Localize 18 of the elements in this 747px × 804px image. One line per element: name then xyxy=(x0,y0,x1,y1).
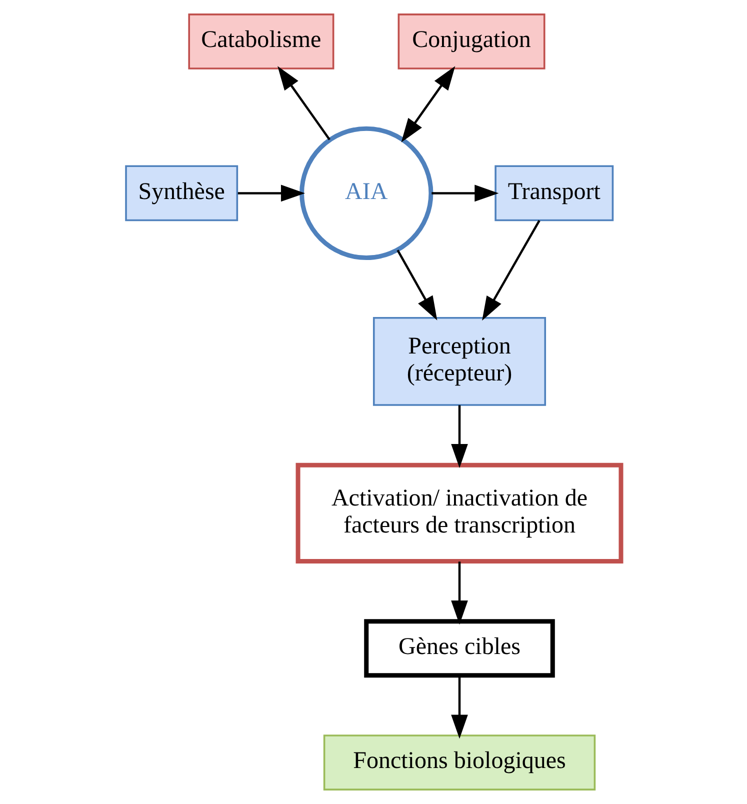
node-box: Activation/ inactivation de facteurs de transcription xyxy=(296,462,624,564)
arrow xyxy=(396,250,438,320)
node-box: Conjugation xyxy=(398,14,546,70)
arrow xyxy=(432,184,499,202)
node-box: Fonctions biologiques xyxy=(323,734,596,790)
arrow xyxy=(238,184,306,202)
arrow xyxy=(451,676,468,739)
node-box: Gènes cibles xyxy=(364,619,555,678)
node-box: Perception (récepteur) xyxy=(372,316,546,406)
node-box: Synthèse xyxy=(125,165,238,222)
arrow xyxy=(451,562,468,625)
node-box: Catabolisme xyxy=(188,14,334,70)
arrow xyxy=(482,220,540,321)
node-box: Transport xyxy=(494,165,614,222)
node-circle: AIA xyxy=(300,126,434,260)
arrow xyxy=(278,66,330,140)
arrow xyxy=(401,66,456,142)
arrow xyxy=(451,405,468,468)
